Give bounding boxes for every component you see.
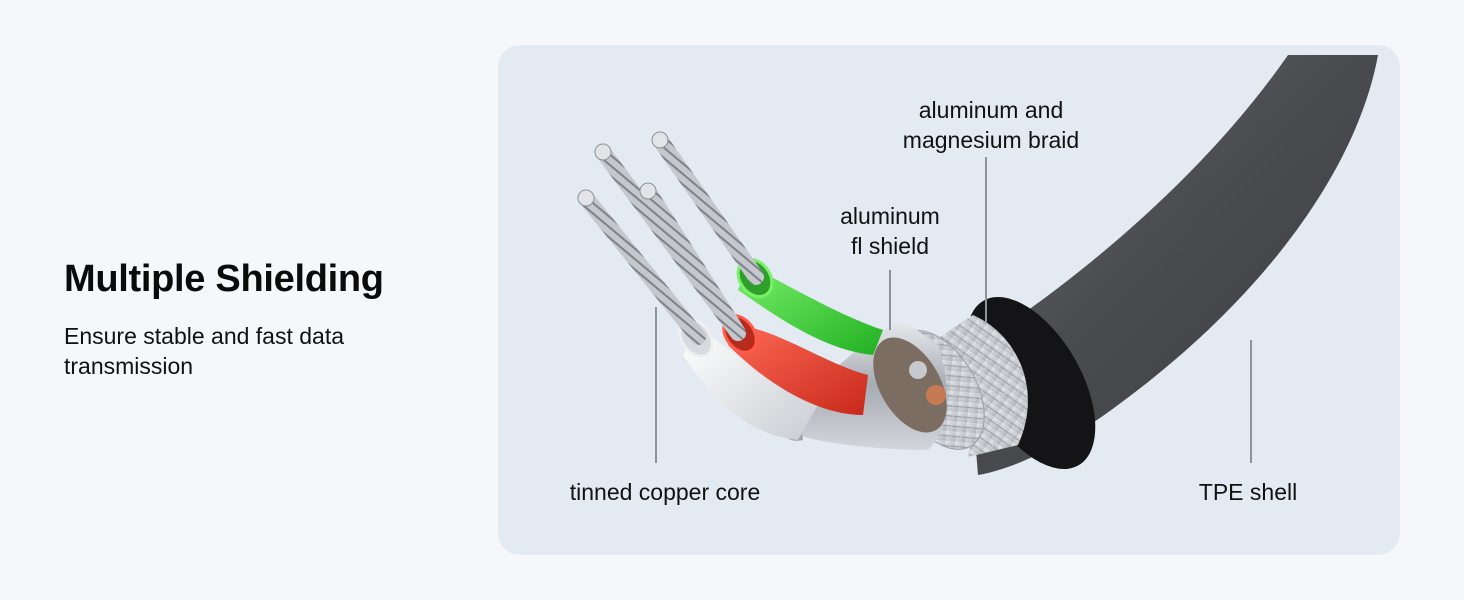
callout-lines	[655, 157, 1252, 463]
tinned-copper-strands	[577, 131, 764, 345]
tpe-shell-label: TPE shell	[1198, 479, 1298, 505]
foil-label-line-2: fl shield	[851, 233, 929, 259]
page-subtitle: Ensure stable and fast data transmission	[64, 323, 345, 379]
copper-core-label: tinned copper core	[569, 479, 761, 505]
page-title: Multiple Shielding	[64, 258, 384, 300]
braid-label-line-2: magnesium braid	[902, 127, 1080, 153]
foil-shield-label: aluminum fl shield	[826, 201, 954, 261]
braid-label: aluminum and magnesium braid	[893, 95, 1089, 155]
cable-cross-section-illustration	[577, 55, 1378, 475]
cable-diagram-panel: aluminum and magnesium braid aluminum fl…	[498, 45, 1400, 555]
foil-label-line-1: aluminum	[840, 203, 940, 229]
braid-label-line-1: aluminum and	[918, 97, 1064, 123]
